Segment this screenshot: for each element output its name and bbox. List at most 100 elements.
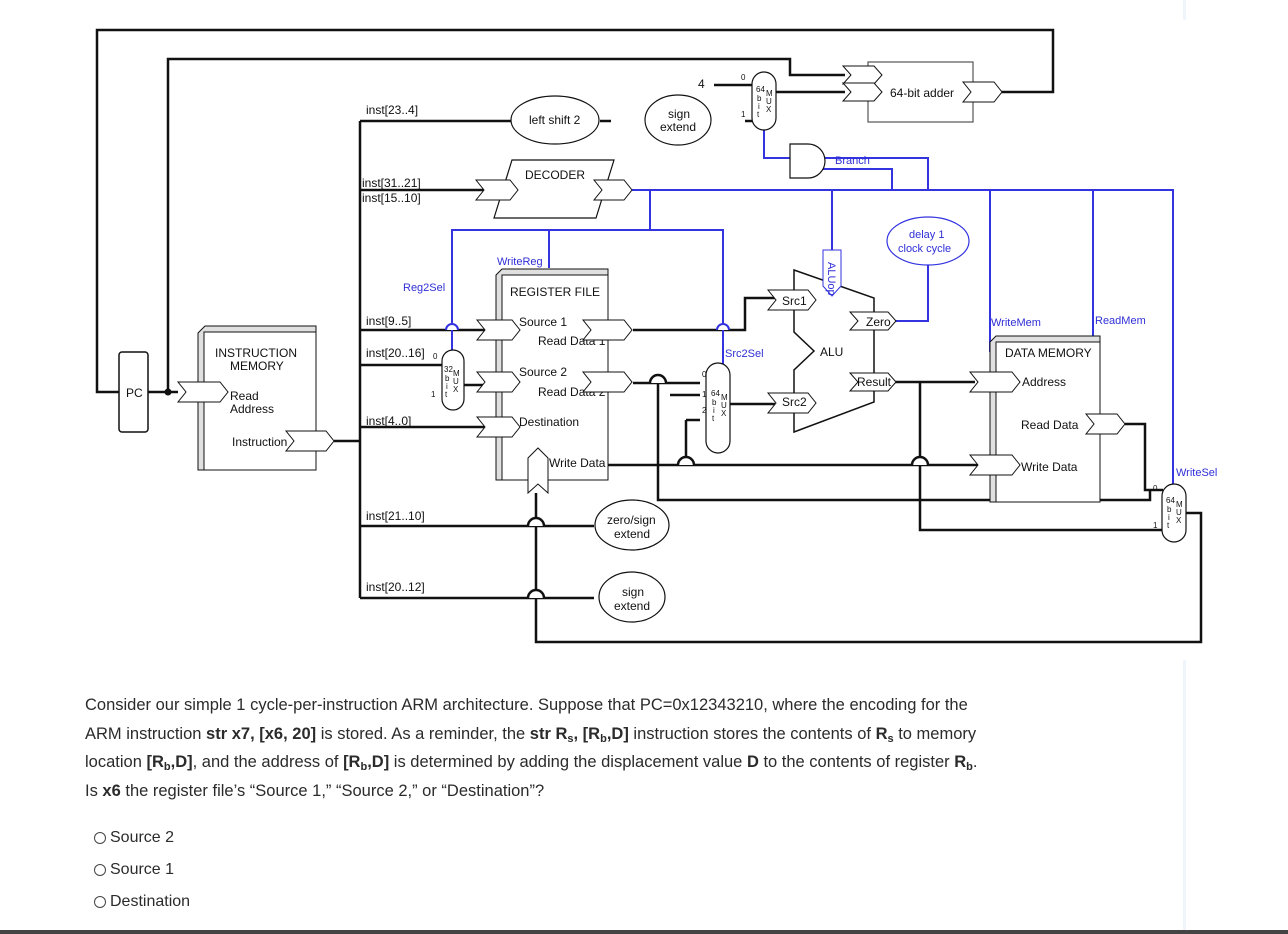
scroll-track-top — [1183, 0, 1186, 20]
svg-text:Result: Result — [857, 375, 892, 389]
svg-text:Source 2: Source 2 — [519, 365, 567, 379]
q-text: location — [85, 753, 147, 771]
svg-text:INSTRUCTION: INSTRUCTION — [215, 346, 297, 360]
svg-text:Src2Sel: Src2Sel — [725, 348, 764, 360]
svg-text:t: t — [712, 414, 715, 423]
svg-text:Read Data: Read Data — [1021, 418, 1079, 432]
svg-text:inst[23..4]: inst[23..4] — [366, 103, 418, 117]
q-text: , and the address of — [192, 753, 344, 771]
svg-text:Reg2Sel: Reg2Sel — [403, 282, 445, 294]
svg-text:Write Data: Write Data — [549, 456, 606, 470]
svg-text:X: X — [453, 385, 459, 394]
svg-text:zero/sign: zero/sign — [607, 513, 656, 527]
svg-text:U: U — [1176, 508, 1182, 517]
svg-text:Zero: Zero — [866, 315, 891, 329]
svg-text:WriteSel: WriteSel — [1176, 467, 1217, 479]
q-text: . — [972, 753, 978, 771]
q-text: instruction stores the contents of — [628, 724, 876, 743]
q-bold: Rs — [875, 724, 894, 745]
blue-jumpers — [445, 323, 730, 331]
radio-button[interactable] — [94, 864, 106, 876]
q-text: is stored. As a reminder, the — [316, 724, 530, 743]
svg-text:M: M — [453, 369, 460, 378]
q-bold: str x7, [x6, 20] — [206, 724, 317, 743]
svg-text:inst[15..10]: inst[15..10] — [362, 191, 421, 205]
register-file: REGISTER FILE Source 1 Read Data 1 Sourc… — [403, 256, 633, 495]
sign-extend-bottom: sign extend — [598, 571, 666, 623]
svg-text:sign: sign — [622, 585, 644, 599]
radio-button[interactable] — [94, 832, 106, 844]
option-source-2[interactable]: Source 2 — [94, 822, 190, 854]
svg-text:sign: sign — [668, 107, 690, 121]
svg-text:inst[4..0]: inst[4..0] — [366, 414, 411, 428]
datapath-diagram: PC INSTRUCTION MEMORY Read Address Instr… — [95, 28, 1217, 644]
svg-text:b: b — [1167, 505, 1172, 514]
svg-text:2: 2 — [702, 406, 707, 415]
svg-text:i: i — [446, 382, 448, 391]
svg-text:M: M — [721, 393, 728, 402]
svg-text:64: 64 — [756, 85, 765, 94]
sign-extend-top: sign extend — [644, 94, 712, 146]
svg-text:b: b — [445, 374, 450, 383]
svg-text:Read: Read — [230, 389, 259, 403]
svg-text:t: t — [1167, 521, 1170, 530]
svg-text:0: 0 — [433, 352, 438, 361]
q-text: the register file’s “Source 1,” “Source … — [120, 781, 545, 800]
pc-register: PC — [118, 351, 172, 433]
svg-text:t: t — [445, 390, 448, 399]
svg-text:64-bit adder: 64-bit adder — [890, 86, 954, 100]
alu: ALU Src1 Src2 Zero Result ALUop — [766, 249, 897, 434]
svg-text:extend: extend — [614, 599, 650, 613]
reg2-mux: 0 1 32 M b U i X t — [431, 349, 465, 411]
svg-text:ALUop: ALUop — [825, 262, 837, 296]
svg-text:0: 0 — [702, 370, 707, 379]
svg-text:b: b — [712, 398, 717, 407]
svg-text:Write Data: Write Data — [1021, 460, 1078, 474]
svg-text:0: 0 — [1153, 484, 1158, 493]
question-line-2: ARM instruction str x7, [x6, 20] is stor… — [85, 720, 1095, 749]
svg-text:delay 1: delay 1 — [909, 229, 944, 241]
svg-text:b: b — [757, 94, 762, 103]
q-text: to memory — [893, 724, 977, 743]
svg-text:M: M — [1176, 500, 1183, 509]
src2-mux: 0 1 2 64 M b U i X t Src2Sel — [702, 348, 764, 454]
decoder: DECODER — [474, 159, 633, 219]
svg-text:Address: Address — [230, 402, 274, 416]
svg-text:1: 1 — [741, 110, 746, 119]
svg-text:U: U — [453, 377, 459, 386]
left-shift-2: left shift 2 — [510, 95, 600, 145]
q-bold: [Rb,D] — [343, 753, 390, 773]
instruction-fields: inst[23..4] inst[31..21] inst[15..10] in… — [362, 103, 425, 594]
q-bold: x6 — [102, 781, 121, 800]
svg-text:inst[21..10]: inst[21..10] — [366, 509, 425, 523]
svg-text:inst[31..21]: inst[31..21] — [362, 176, 421, 190]
svg-text:t: t — [757, 110, 760, 119]
svg-text:extend: extend — [660, 120, 696, 134]
question-line-4: Is x6 the register file’s “Source 1,” “S… — [85, 777, 1095, 806]
question-text: Consider our simple 1 cycle-per-instruct… — [85, 691, 1095, 805]
svg-text:inst[20..16]: inst[20..16] — [366, 346, 425, 360]
svg-text:M: M — [766, 89, 773, 98]
q-text: Consider our simple 1 cycle-per-instruct… — [85, 696, 968, 714]
option-label: Source 2 — [110, 829, 175, 846]
svg-text:Source 1: Source 1 — [519, 315, 567, 329]
q-bold: Rb — [954, 753, 973, 773]
svg-text:X: X — [721, 409, 727, 418]
svg-text:U: U — [721, 401, 727, 410]
option-source-1[interactable]: Source 1 — [94, 854, 190, 886]
q-text: ARM instruction — [85, 724, 207, 743]
svg-text:X: X — [1176, 516, 1182, 525]
svg-text:MEMORY: MEMORY — [230, 359, 284, 373]
svg-text:64: 64 — [1166, 496, 1175, 505]
radio-button[interactable] — [94, 896, 106, 908]
svg-text:DECODER: DECODER — [525, 168, 585, 182]
svg-text:Address: Address — [1022, 375, 1066, 389]
q-text: Is — [85, 781, 103, 800]
option-destination[interactable]: Destination — [94, 886, 190, 918]
svg-text:left shift 2: left shift 2 — [529, 113, 581, 127]
svg-text:ALU: ALU — [820, 345, 843, 359]
svg-text:inst[9..5]: inst[9..5] — [366, 314, 411, 328]
svg-text:i: i — [713, 406, 715, 415]
svg-text:ReadMem: ReadMem — [1095, 315, 1146, 327]
svg-text:i: i — [758, 102, 760, 111]
